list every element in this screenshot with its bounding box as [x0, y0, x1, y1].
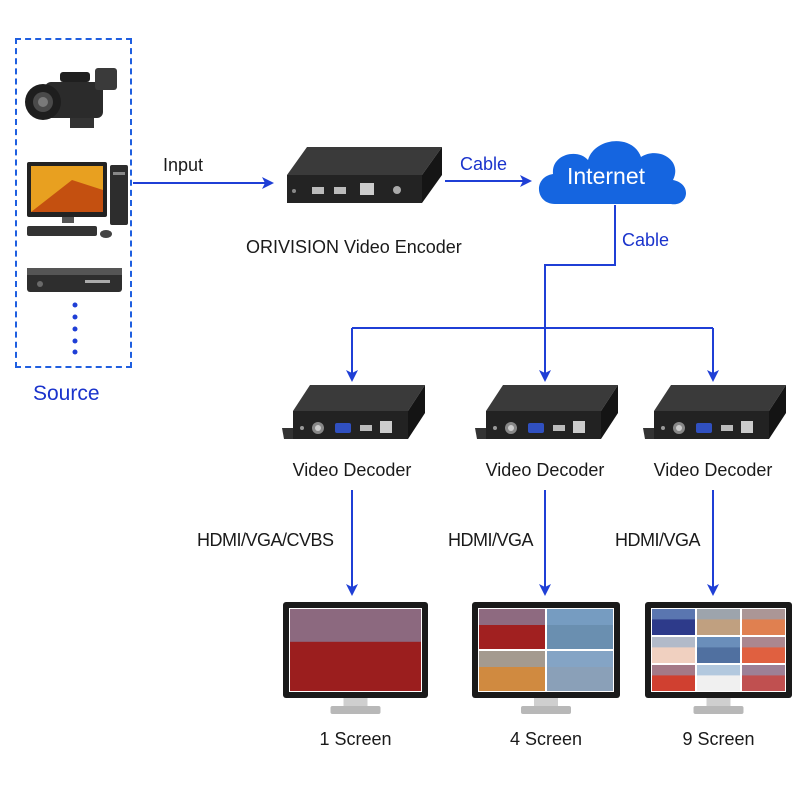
monitor	[283, 602, 428, 714]
cable-label-1: Cable	[460, 154, 508, 174]
decoder-label: Video Decoder	[653, 460, 773, 480]
screen-label: 1 Screen	[319, 729, 392, 749]
decoder-device	[282, 385, 425, 439]
output-label: HDMI/VGA	[448, 530, 534, 550]
decoder-device	[475, 385, 618, 439]
encoder-label: ORIVISION Video Encoder	[246, 237, 462, 257]
output-label: HDMI/VGA	[615, 530, 701, 550]
input-label: Input	[163, 155, 204, 175]
monitor	[645, 602, 792, 714]
cable-line-2	[544, 205, 616, 328]
encoder-device	[287, 147, 442, 203]
video-camera-icon	[25, 68, 117, 128]
output-label: HDMI/VGA/CVBS	[197, 530, 334, 550]
cable-label-2: Cable	[622, 230, 670, 250]
source-label: Source	[33, 382, 100, 405]
decoder-label: Video Decoder	[292, 460, 412, 480]
monitor	[472, 602, 620, 714]
decoder-device	[643, 385, 786, 439]
internet-cloud	[538, 141, 686, 205]
internet-label: Internet	[567, 163, 645, 189]
more-dots-icon	[72, 302, 78, 355]
decoder-label: Video Decoder	[485, 460, 605, 480]
screen-label: 4 Screen	[509, 729, 583, 749]
desktop-computer-icon	[27, 162, 128, 238]
media-player-icon	[27, 268, 122, 292]
screen-label: 9 Screen	[682, 729, 755, 749]
source-box	[15, 38, 132, 368]
